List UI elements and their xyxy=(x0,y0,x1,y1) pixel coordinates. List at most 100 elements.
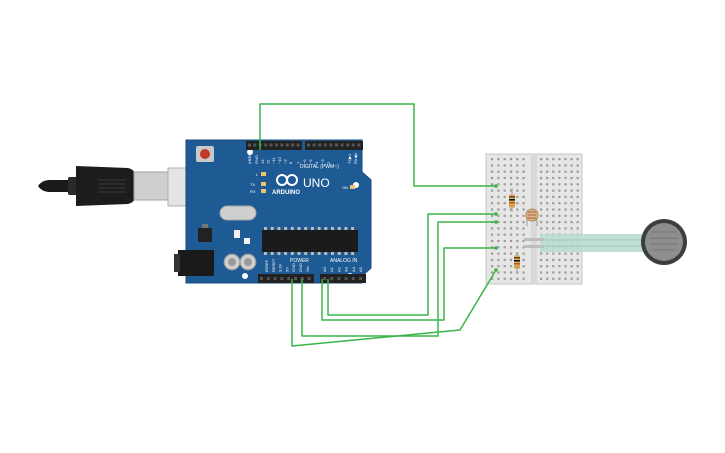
breadboard-hole xyxy=(540,271,543,274)
breadboard-hole xyxy=(552,202,555,205)
usb-cable[interactable] xyxy=(38,166,213,207)
breadboard-hole xyxy=(552,158,555,161)
smd-component xyxy=(244,238,250,244)
breadboard-hole xyxy=(491,227,494,230)
led-on-label: ON xyxy=(342,185,348,190)
breadboard-hole xyxy=(576,189,579,192)
breadboard-hole xyxy=(497,221,500,224)
breadboard-hole xyxy=(522,183,525,186)
digital-pin-label: 2 xyxy=(326,161,331,164)
chip-pins xyxy=(264,227,355,255)
breadboard-hole xyxy=(558,164,561,167)
wire-a0-to-breadboard[interactable] xyxy=(327,213,496,316)
wires[interactable] xyxy=(259,103,497,347)
breadboard-hole xyxy=(546,252,549,255)
chip-pin xyxy=(277,227,281,230)
led-rx xyxy=(261,189,266,193)
breadboard-hole xyxy=(546,208,549,211)
breadboard-hole xyxy=(503,271,506,274)
breadboard-hole xyxy=(491,239,494,243)
breadboard-hole xyxy=(516,277,519,280)
chip-pin xyxy=(351,227,355,230)
breadboard-hole xyxy=(558,221,561,224)
pin-hole xyxy=(318,143,322,147)
breadboard-hole xyxy=(503,227,506,230)
force-sensitive-resistor[interactable] xyxy=(524,219,687,265)
breadboard-hole xyxy=(564,189,567,192)
breadboard-hole xyxy=(552,195,555,198)
breadboard-hole xyxy=(516,214,519,217)
sensor-ribbon xyxy=(540,234,644,252)
usb-grip-lines xyxy=(98,179,126,193)
photoresistor[interactable] xyxy=(525,208,539,226)
chip-pin xyxy=(290,227,294,230)
chip-pin xyxy=(270,227,274,230)
chip-pin xyxy=(264,252,267,255)
digital-pin-label: ~3 xyxy=(320,159,325,164)
breadboard-hole xyxy=(503,189,506,192)
breadboard-hole xyxy=(522,176,525,180)
pin-hole xyxy=(269,143,273,147)
breadboard-hole xyxy=(576,265,579,268)
chip-pin xyxy=(324,252,328,255)
reset-button[interactable] xyxy=(200,149,210,159)
breadboard-hole xyxy=(570,271,573,274)
pin-hole xyxy=(285,143,289,147)
pin-hole xyxy=(351,143,355,147)
breadboard-hole xyxy=(503,164,506,167)
breadboard-hole xyxy=(576,176,579,180)
breadboard-hole xyxy=(552,221,555,224)
breadboard-hole xyxy=(503,265,506,268)
wire-gnd-to-breadboard[interactable] xyxy=(259,103,496,187)
breadboard-hole xyxy=(509,265,513,268)
pin-hole xyxy=(351,277,355,280)
wire-5v-to-breadboard[interactable] xyxy=(301,221,496,337)
breadboard-hole xyxy=(497,214,500,217)
wire-gnd-bottom-to-breadboard[interactable] xyxy=(291,269,497,347)
chip-pin xyxy=(297,227,301,230)
breadboard-hole xyxy=(503,202,506,205)
breadboard-hole xyxy=(570,208,573,211)
digital-pin-label: 13 xyxy=(260,159,265,164)
breadboard-hole xyxy=(552,170,555,173)
breadboard[interactable] xyxy=(485,153,583,285)
pin-hole xyxy=(294,277,297,280)
breadboard-hole xyxy=(546,176,549,180)
breadboard-hole xyxy=(497,258,500,261)
breadboard-hole xyxy=(540,164,543,167)
wire-a1-to-breadboard[interactable] xyxy=(321,247,496,321)
chip-pin xyxy=(344,227,348,230)
breadboard-hole xyxy=(576,227,579,230)
breadboard-hole xyxy=(509,189,513,192)
breadboard-hole xyxy=(522,214,525,217)
resistor[interactable] xyxy=(509,188,515,212)
breadboard-hole xyxy=(570,164,573,167)
breadboard-hole xyxy=(491,252,494,255)
breadboard-hole xyxy=(564,277,567,280)
breadboard-hole xyxy=(491,258,494,261)
breadboard-hole xyxy=(516,202,519,205)
analog-pin-label: A1 xyxy=(329,266,334,272)
breadboard-hole xyxy=(497,233,500,236)
pin-label-aref: AREF xyxy=(247,153,252,164)
breadboard-hole xyxy=(558,202,561,205)
breadboard-hole xyxy=(503,158,506,161)
breadboard-hole xyxy=(509,252,513,255)
breadboard-hole xyxy=(522,202,525,205)
breadboard-hole xyxy=(552,252,555,255)
breadboard-hole xyxy=(576,221,579,224)
power-pin-label: 5V xyxy=(284,267,289,272)
mounting-hole xyxy=(242,273,248,279)
pin-hole xyxy=(273,277,277,280)
digital-pin-label: 12 xyxy=(266,159,271,164)
breadboard-hole xyxy=(522,277,525,280)
model-text: UNO xyxy=(303,176,330,190)
breadboard-hole xyxy=(546,258,549,261)
breadboard-hole xyxy=(540,176,543,180)
resistor[interactable] xyxy=(514,252,520,272)
breadboard-hole xyxy=(491,158,494,161)
breadboard-hole xyxy=(516,239,519,243)
breadboard-hole xyxy=(570,170,573,173)
